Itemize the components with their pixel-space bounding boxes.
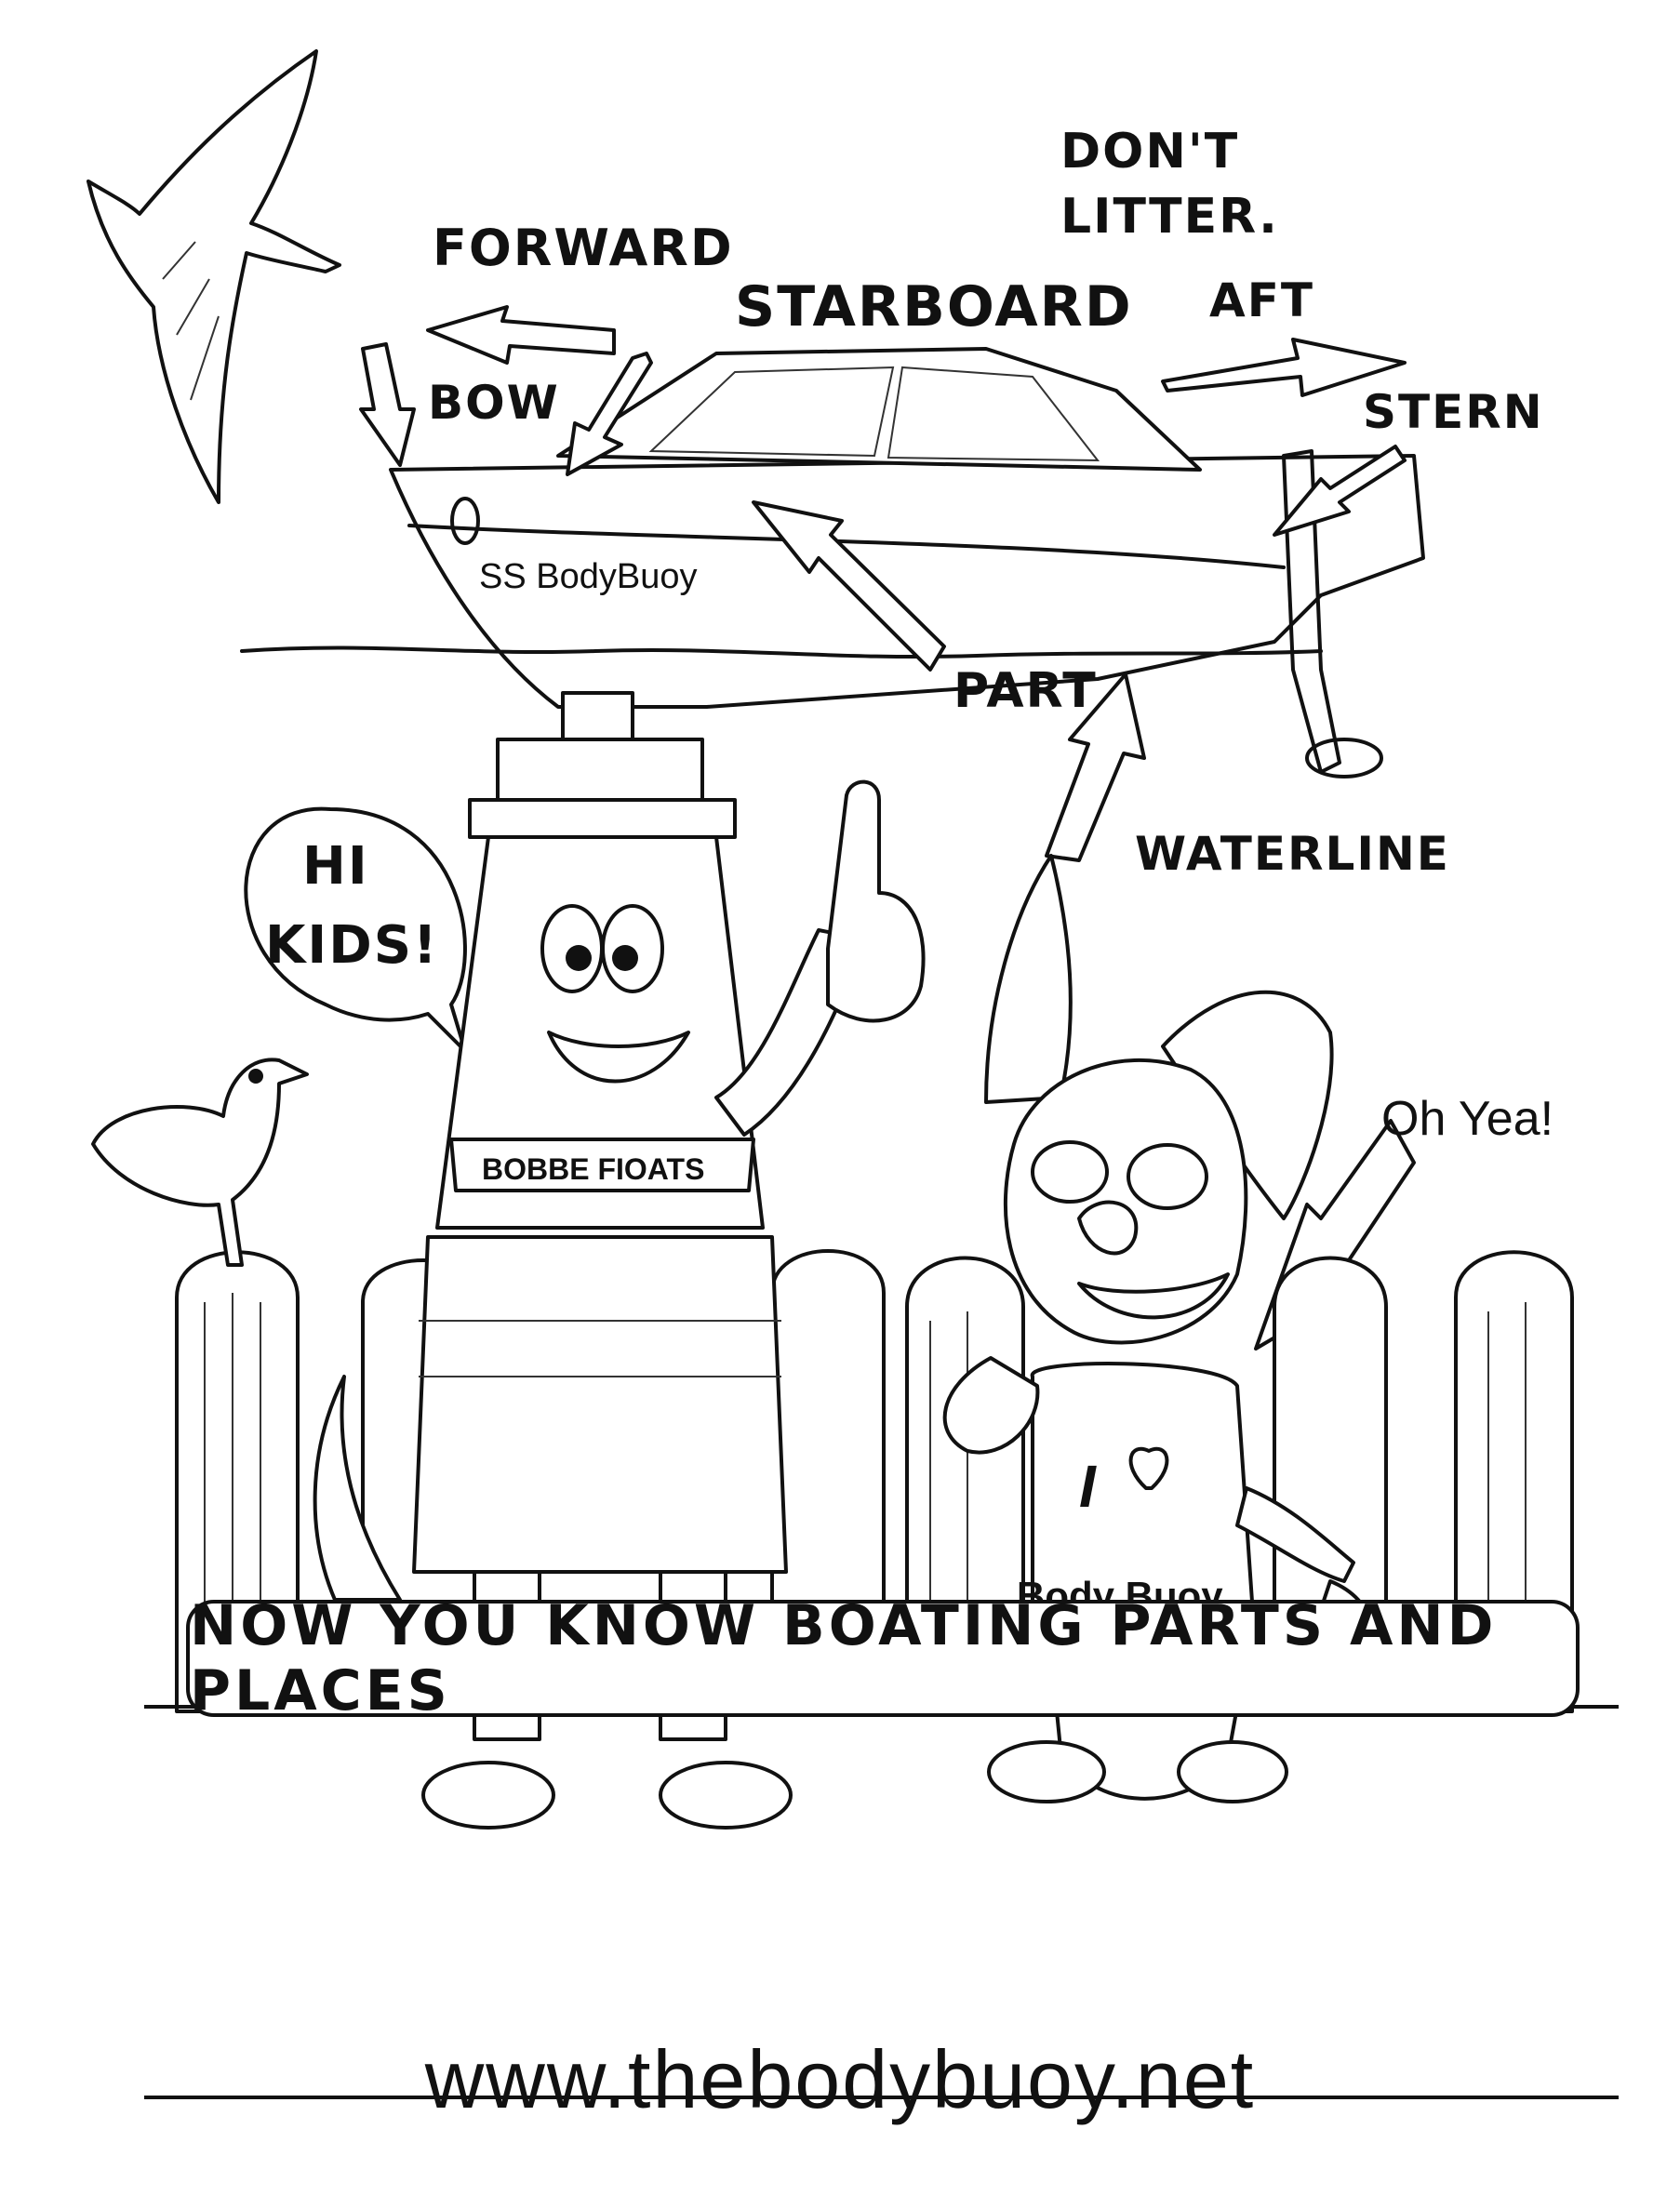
speech-bubble [244, 806, 467, 1053]
seagull-flying-icon [87, 49, 341, 504]
label-dont-litter-1: DON'T [1060, 124, 1239, 180]
buoy-name-band: BOBBE FIOATS [482, 1152, 704, 1186]
dog-shirt-i: I [1079, 1453, 1097, 1520]
speech-line-1: HI [302, 836, 369, 897]
boat-illustration [240, 347, 1425, 778]
caption-bubble-tail [313, 1375, 402, 1602]
label-forward: FORWARD [433, 219, 734, 277]
heart-icon [1128, 1446, 1169, 1490]
label-aft: AFT [1209, 273, 1314, 327]
speech-line-2: KIDS! [265, 915, 439, 976]
boat-name: SS BodyBuoy [479, 557, 697, 596]
website-url: www.thebodybuoy.net [424, 2033, 1256, 2125]
label-waterline: WATERLINE [1135, 827, 1450, 881]
label-starboard: STARBOARD [735, 274, 1133, 339]
seagull-perched-icon [91, 1058, 309, 1267]
dog-shout: Oh Yea! [1381, 1092, 1553, 1146]
label-stern: STERN [1363, 385, 1544, 439]
dog-character [942, 854, 1376, 1803]
caption-banner: NOW YOU KNOW BOATING PARTS AND PLACES [186, 1593, 1580, 1723]
label-bow: BOW [428, 376, 560, 430]
label-dont-litter-2: LITTER. [1060, 189, 1279, 245]
label-part: PART [953, 663, 1098, 719]
